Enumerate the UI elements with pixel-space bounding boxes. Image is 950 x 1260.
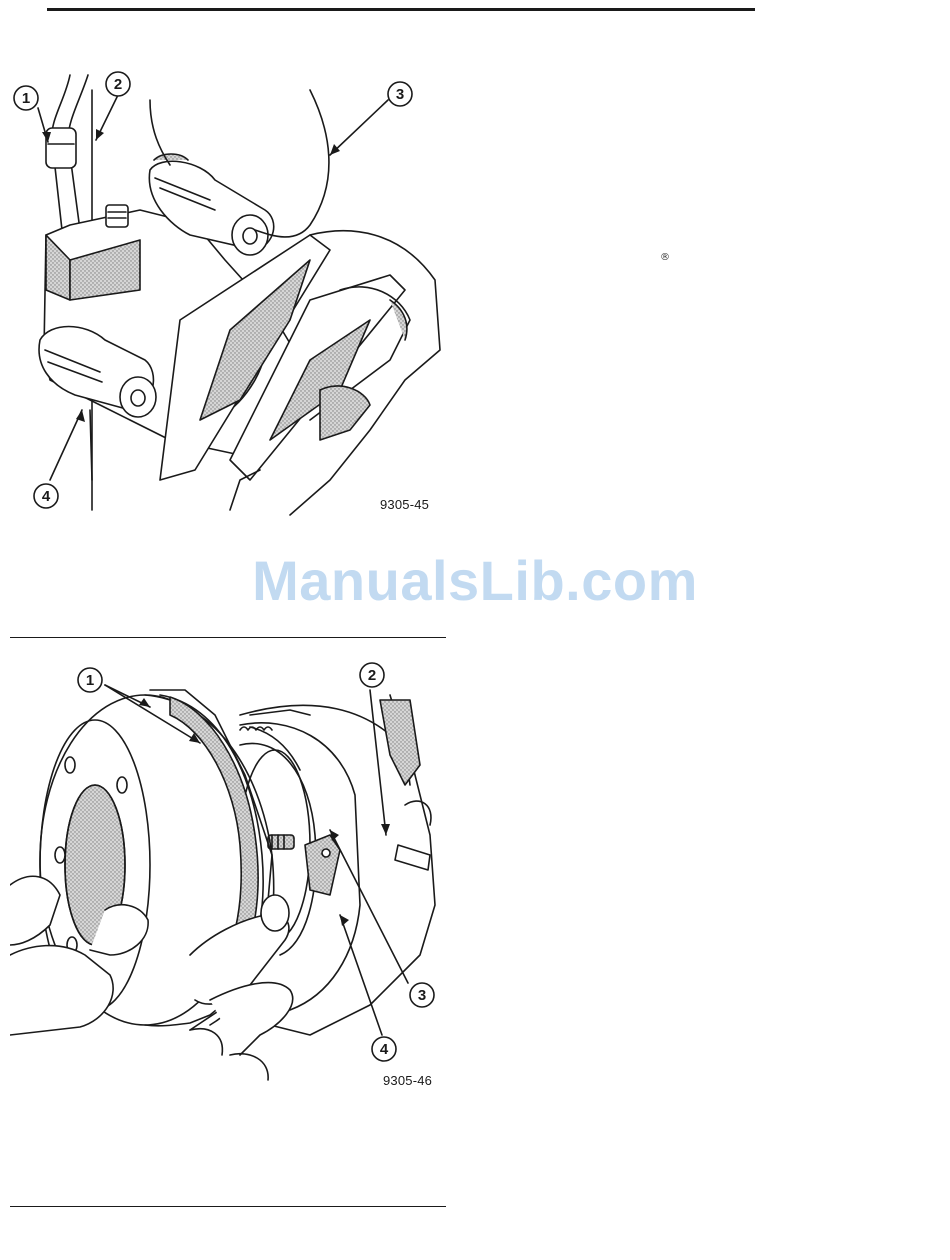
caliper-illustration: 1 2 3 4	[10, 60, 446, 530]
fig2-callout-3: 3	[418, 987, 426, 1004]
figure-code: 9305-45	[380, 497, 429, 512]
fig2-callout-1: 1	[86, 672, 94, 689]
fig1-callout-3: 3	[396, 86, 404, 103]
figure-rotor: 1 2 3 4 9305-46	[10, 655, 446, 1095]
watermark: ManualsLib.com	[0, 548, 950, 613]
figure-code: 9305-46	[383, 1073, 432, 1088]
section-divider	[10, 637, 446, 638]
page-header-rule	[47, 8, 755, 11]
registered-mark: ®	[660, 252, 670, 263]
fig2-callout-2: 2	[368, 667, 376, 684]
fig1-callout-2: 2	[114, 76, 122, 93]
section-divider	[10, 1206, 446, 1207]
fig2-callout-4: 4	[380, 1041, 389, 1058]
fig1-callout-4: 4	[42, 488, 51, 505]
rotor-illustration: 1 2 3 4	[10, 655, 446, 1095]
fig1-callout-1: 1	[22, 90, 30, 107]
figure-caliper: 1 2 3 4 9305-45	[10, 60, 446, 530]
